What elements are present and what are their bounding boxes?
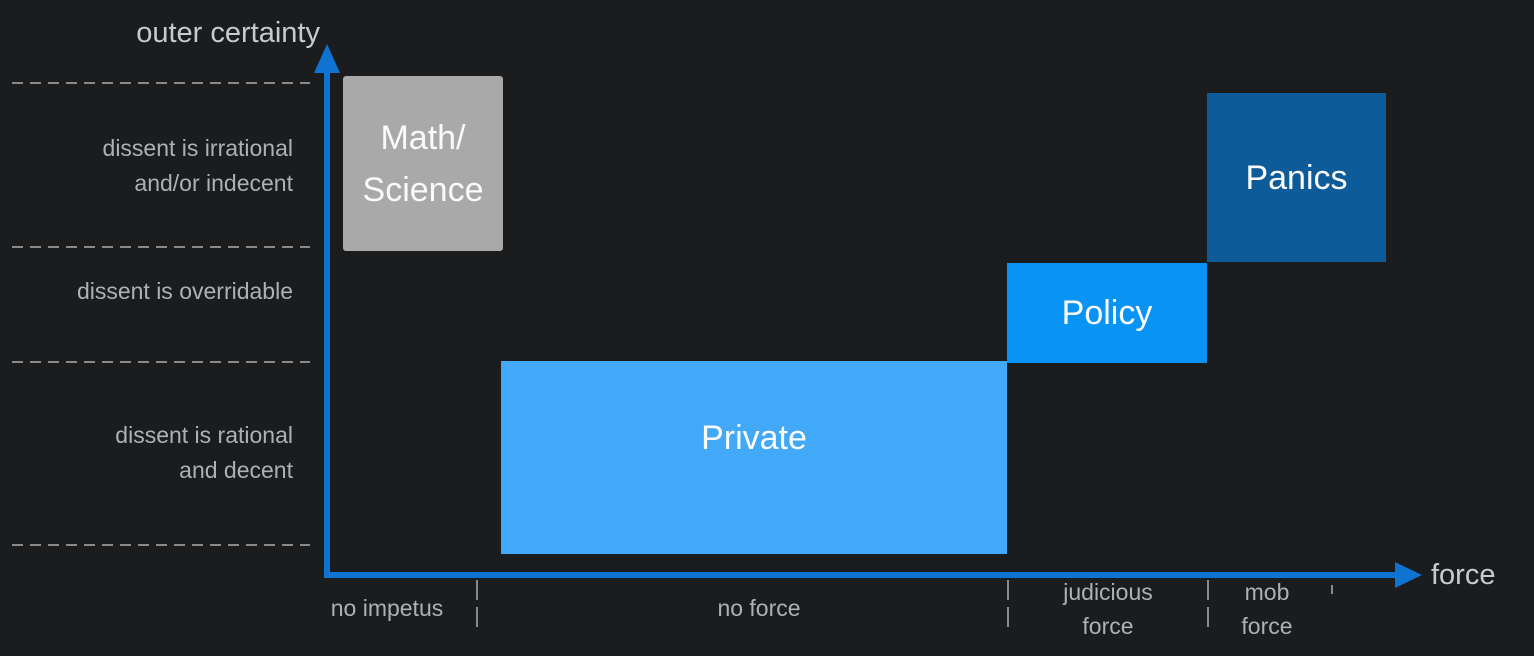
box-label: Private bbox=[701, 412, 807, 464]
label-line: dissent is overridable bbox=[76, 278, 293, 304]
label-line: dissent is irrational bbox=[102, 135, 293, 161]
label-line: and decent bbox=[179, 457, 293, 483]
box-label: Math/ Science bbox=[363, 112, 484, 216]
x-tick-judicious-mob bbox=[1207, 580, 1209, 627]
x-axis-arrowhead-icon bbox=[1395, 562, 1422, 588]
label-line: mob bbox=[1244, 579, 1290, 605]
y-axis-line bbox=[324, 62, 330, 578]
y-axis-arrowhead-icon bbox=[314, 44, 340, 73]
gridline-bottom bbox=[12, 544, 310, 546]
box-label: Panics bbox=[1245, 152, 1347, 204]
box-private: Private bbox=[501, 361, 1007, 554]
label-line: and/or indecent bbox=[134, 170, 293, 196]
label-line: force bbox=[1082, 613, 1134, 639]
label-line: Math/ bbox=[380, 118, 466, 157]
label-line: Policy bbox=[1061, 294, 1153, 332]
box-policy: Policy bbox=[1007, 263, 1207, 363]
label-line: Private bbox=[701, 418, 807, 457]
label-line: dissent is rational bbox=[115, 422, 293, 448]
box-panics: Panics bbox=[1207, 93, 1386, 262]
label-line: Science bbox=[362, 170, 484, 209]
label-line: force bbox=[1241, 613, 1293, 639]
label-line: no impetus bbox=[330, 595, 444, 621]
x-zone-label-mob-force: mob force bbox=[1187, 575, 1347, 643]
gridline-upper-mid bbox=[12, 246, 310, 248]
y-zone-label-rational: dissent is rational and decent bbox=[0, 418, 293, 488]
gridline-lower-mid bbox=[12, 361, 310, 363]
x-zone-label-judicious-force: judicious force bbox=[1028, 575, 1188, 643]
gridline-top bbox=[12, 82, 310, 84]
x-axis-line bbox=[324, 572, 1396, 578]
x-tick-no-impetus-no-force bbox=[476, 580, 478, 627]
label-line: judicious bbox=[1063, 579, 1153, 605]
y-zone-label-overridable: dissent is overridable bbox=[0, 277, 293, 305]
y-axis-title: outer certainty bbox=[136, 17, 320, 49]
x-axis-title: force bbox=[1431, 559, 1496, 591]
x-zone-label-no-impetus: no impetus bbox=[307, 591, 467, 625]
box-label: Policy bbox=[1062, 287, 1153, 339]
label-line: Panics bbox=[1245, 158, 1348, 197]
y-zone-label-irrational: dissent is irrational and/or indecent bbox=[0, 131, 293, 201]
x-zone-label-no-force: no force bbox=[679, 591, 839, 625]
box-math-science: Math/ Science bbox=[343, 76, 503, 251]
x-tick-mob-end bbox=[1331, 585, 1333, 594]
x-tick-no-force-judicious bbox=[1007, 580, 1009, 627]
label-line: no force bbox=[717, 595, 801, 621]
